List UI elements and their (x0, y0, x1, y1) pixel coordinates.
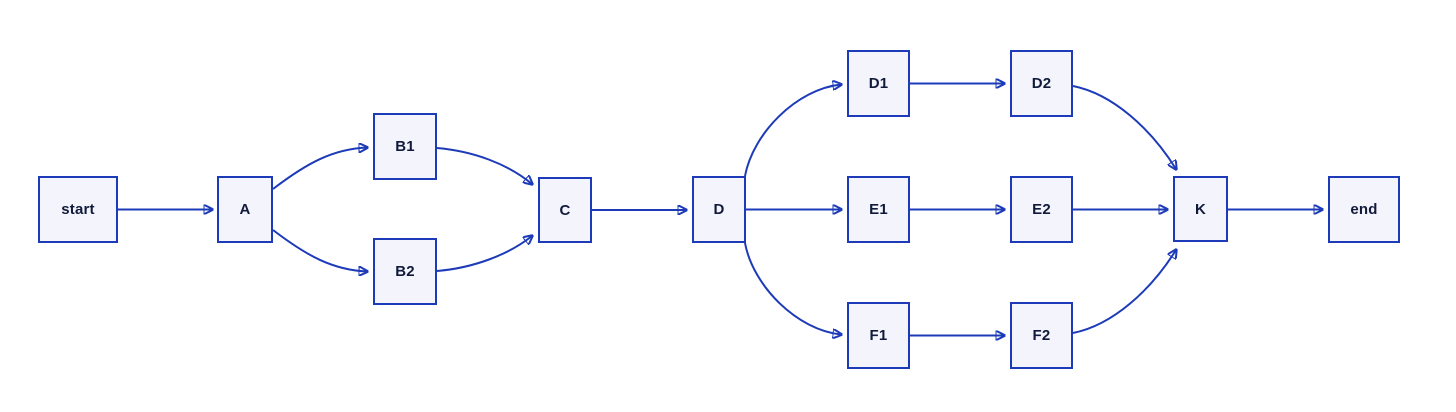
node-f2: F2 (1010, 302, 1073, 369)
edge-D-D1 (744, 85, 841, 177)
node-d2: D2 (1010, 50, 1073, 117)
node-e1: E1 (847, 176, 910, 243)
node-e2: E2 (1010, 176, 1073, 243)
node-d1: D1 (847, 50, 910, 117)
node-start: start (38, 176, 118, 243)
node-k: K (1173, 176, 1228, 242)
edge-D-F1 (744, 242, 841, 335)
node-a: A (217, 176, 273, 243)
edge-B1-C (436, 147, 532, 184)
node-d: D (692, 176, 746, 243)
node-b2: B2 (373, 238, 437, 305)
edge-F2-K (1072, 250, 1176, 334)
edge-D2-K (1072, 85, 1176, 169)
edge-B2-C (436, 236, 532, 272)
edge-A-B1 (272, 148, 367, 190)
node-c: C (538, 177, 592, 243)
node-end: end (1328, 176, 1400, 243)
node-f1: F1 (847, 302, 910, 369)
node-b1: B1 (373, 113, 437, 180)
edge-A-B2 (272, 229, 367, 272)
